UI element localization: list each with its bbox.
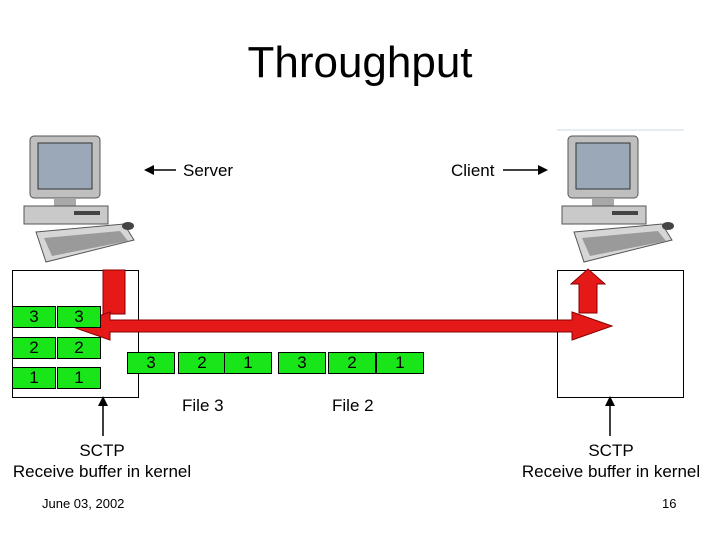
file2-label: File 2 bbox=[332, 396, 374, 415]
slide-title: Throughput bbox=[247, 38, 473, 87]
left-caption-line1: SCTP bbox=[79, 441, 125, 460]
file3-chunk: 3 bbox=[127, 352, 175, 374]
server-buffer-chunk: 1 bbox=[57, 367, 101, 389]
left-caption-arrow bbox=[98, 396, 108, 436]
client-up-arrow bbox=[569, 268, 607, 314]
server-computer-icon bbox=[12, 130, 140, 270]
client-label-arrow bbox=[503, 165, 548, 175]
server-buffer-chunk: 3 bbox=[57, 306, 101, 328]
server-label: Server bbox=[183, 161, 234, 180]
server-buffer-chunk: 2 bbox=[57, 337, 101, 359]
server-label-arrow bbox=[144, 165, 176, 175]
server-buffer-chunk: 2 bbox=[12, 337, 56, 359]
left-caption: SCTP Receive buffer in kernel bbox=[0, 440, 204, 482]
file2-chunk: 2 bbox=[328, 352, 376, 374]
slide-date: June 03, 2002 bbox=[42, 496, 125, 511]
right-caption-arrow bbox=[605, 396, 615, 436]
left-caption-line2: Receive buffer in kernel bbox=[12, 462, 192, 481]
file3-chunk: 2 bbox=[178, 352, 226, 374]
server-down-arrow bbox=[102, 269, 126, 315]
server-buffer-chunk: 1 bbox=[12, 367, 56, 389]
file3-chunk: 1 bbox=[224, 352, 272, 374]
file2-chunk: 1 bbox=[376, 352, 424, 374]
right-caption-line2: Receive buffer in kernel bbox=[521, 462, 701, 481]
slide-page-number: 16 bbox=[662, 496, 677, 511]
client-computer-icon bbox=[557, 129, 684, 270]
right-caption: SCTP Receive buffer in kernel bbox=[510, 440, 712, 482]
client-label: Client bbox=[451, 161, 495, 180]
file2-chunk: 3 bbox=[278, 352, 326, 374]
right-caption-line1: SCTP bbox=[588, 441, 634, 460]
server-buffer-chunk: 3 bbox=[12, 306, 56, 328]
file3-label: File 3 bbox=[182, 396, 224, 415]
transfer-arrow bbox=[68, 311, 614, 341]
